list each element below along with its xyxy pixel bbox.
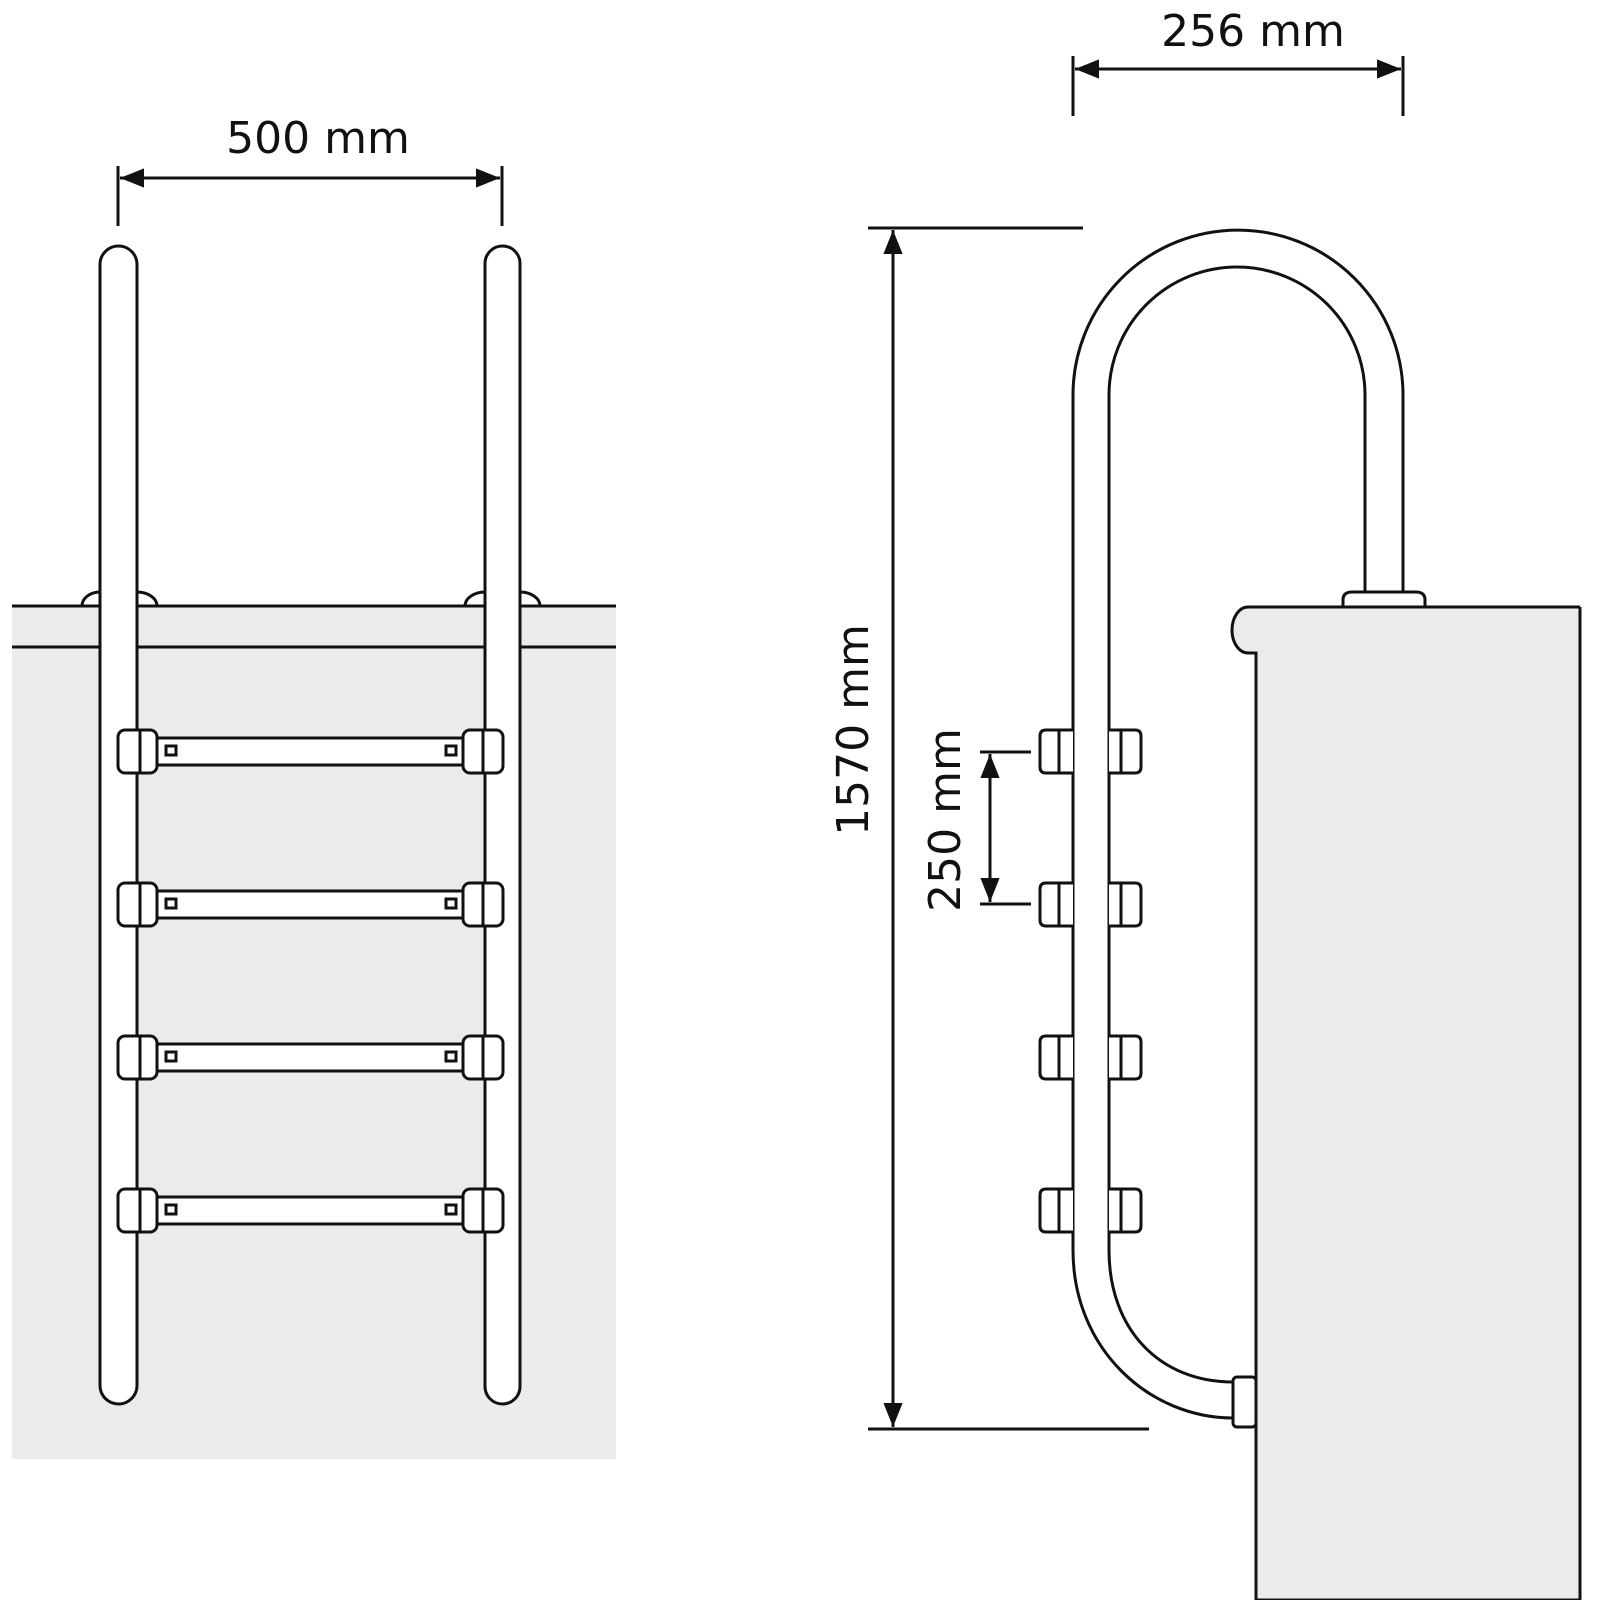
rung	[116, 1034, 505, 1081]
bolt-icon	[444, 1050, 458, 1063]
depth-dimension: 256 mm	[1071, 6, 1405, 116]
bolt-icon	[444, 1203, 458, 1216]
bolt-icon	[164, 744, 178, 757]
rung-bracket	[116, 728, 159, 775]
handrail-outer	[1071, 228, 1405, 1250]
rail-flanges	[80, 590, 542, 608]
step-side	[1038, 1034, 1143, 1081]
bolt-icon	[164, 1050, 178, 1063]
step-side	[1038, 881, 1143, 928]
rung	[116, 728, 505, 775]
width-label: 500 mm	[226, 113, 410, 164]
width-dimension: 500 mm	[116, 113, 504, 226]
rung-bracket	[116, 1187, 159, 1234]
rung-bracket	[116, 881, 159, 928]
height-dimension: 1570 mm	[828, 226, 1149, 1431]
handrail-inner	[1107, 265, 1367, 1250]
right-handrail	[483, 244, 522, 1406]
step-spacing-dimension: 250 mm	[920, 728, 1031, 912]
rungs	[116, 728, 505, 1234]
deck-flange	[1341, 590, 1427, 609]
bolt-icon	[164, 1203, 178, 1216]
wall-anchor	[1231, 1375, 1258, 1429]
rung	[116, 881, 505, 928]
height-label: 1570 mm	[828, 624, 879, 836]
step-spacing-label: 250 mm	[920, 728, 971, 912]
rung	[116, 1187, 505, 1234]
front-view: 500 mm	[12, 113, 616, 1459]
pool-wall-side	[1230, 605, 1343, 1600]
step-side	[1038, 1187, 1143, 1234]
side-view: 256 mm 1570 mm 250 mm	[828, 6, 1582, 1600]
bolt-icon	[444, 744, 458, 757]
left-handrail	[98, 244, 139, 1406]
side-steps	[1038, 728, 1143, 1234]
rung-bracket	[116, 1034, 159, 1081]
step-side	[1038, 728, 1143, 775]
bolt-icon	[164, 897, 178, 910]
bolt-icon	[444, 897, 458, 910]
depth-label: 256 mm	[1161, 6, 1345, 57]
